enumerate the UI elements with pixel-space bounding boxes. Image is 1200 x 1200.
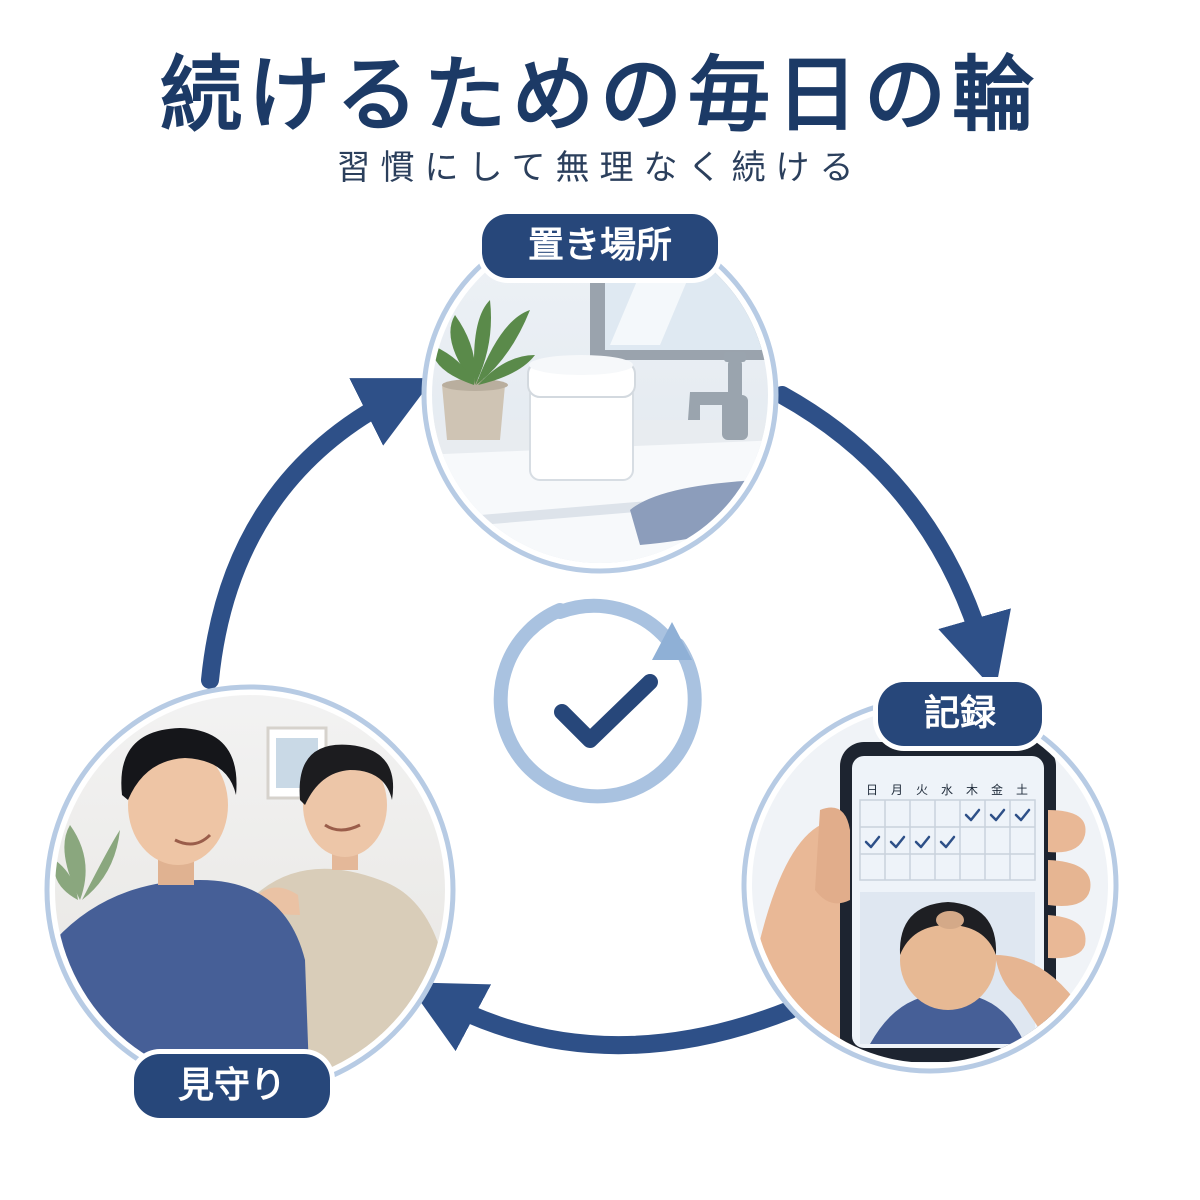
calendar-check-6 — [939, 835, 956, 849]
placement-illustration — [421, 216, 779, 574]
step-label-record: 記録 — [878, 682, 1042, 746]
arrow-watch-to-placement — [201, 378, 434, 689]
arrow-placement-to-record — [773, 386, 1011, 692]
calendar-check-3 — [864, 835, 881, 849]
step-label-placement: 置き場所 — [482, 214, 718, 278]
calendar-check-1 — [989, 808, 1006, 822]
calendar-check-4 — [889, 835, 906, 849]
calendar-day-4: 木 — [966, 783, 978, 797]
page-title: 続けるための毎日の輪 — [159, 48, 1040, 143]
calendar-day-0: 日 — [866, 783, 878, 797]
plant-pot — [442, 385, 505, 440]
record-illustration: 日 月 火 水 木 金 土 — [741, 696, 1119, 1074]
calendar-check-0 — [964, 808, 981, 822]
calendar-check-2 — [1014, 808, 1031, 822]
calendar-check-5 — [914, 835, 931, 849]
calendar-day-1: 月 — [891, 783, 903, 797]
step-label-watch: 見守り — [134, 1054, 330, 1118]
plant-leaves — [432, 300, 535, 385]
check-icon — [554, 674, 658, 748]
habit-calendar — [859, 799, 1036, 881]
calendar-day-6: 土 — [1016, 783, 1028, 797]
calendar-day-2: 火 — [916, 783, 928, 797]
calendar-day-3: 水 — [941, 783, 953, 797]
calendar-day-5: 金 — [991, 782, 1003, 797]
page-subtitle: 習慣にして無理なく続ける — [336, 148, 864, 188]
center-check-badge — [493, 598, 702, 804]
arrow-record-to-watch — [406, 982, 799, 1055]
product-jar — [527, 355, 636, 481]
watch-illustration — [44, 684, 456, 1096]
faucet — [688, 352, 748, 440]
